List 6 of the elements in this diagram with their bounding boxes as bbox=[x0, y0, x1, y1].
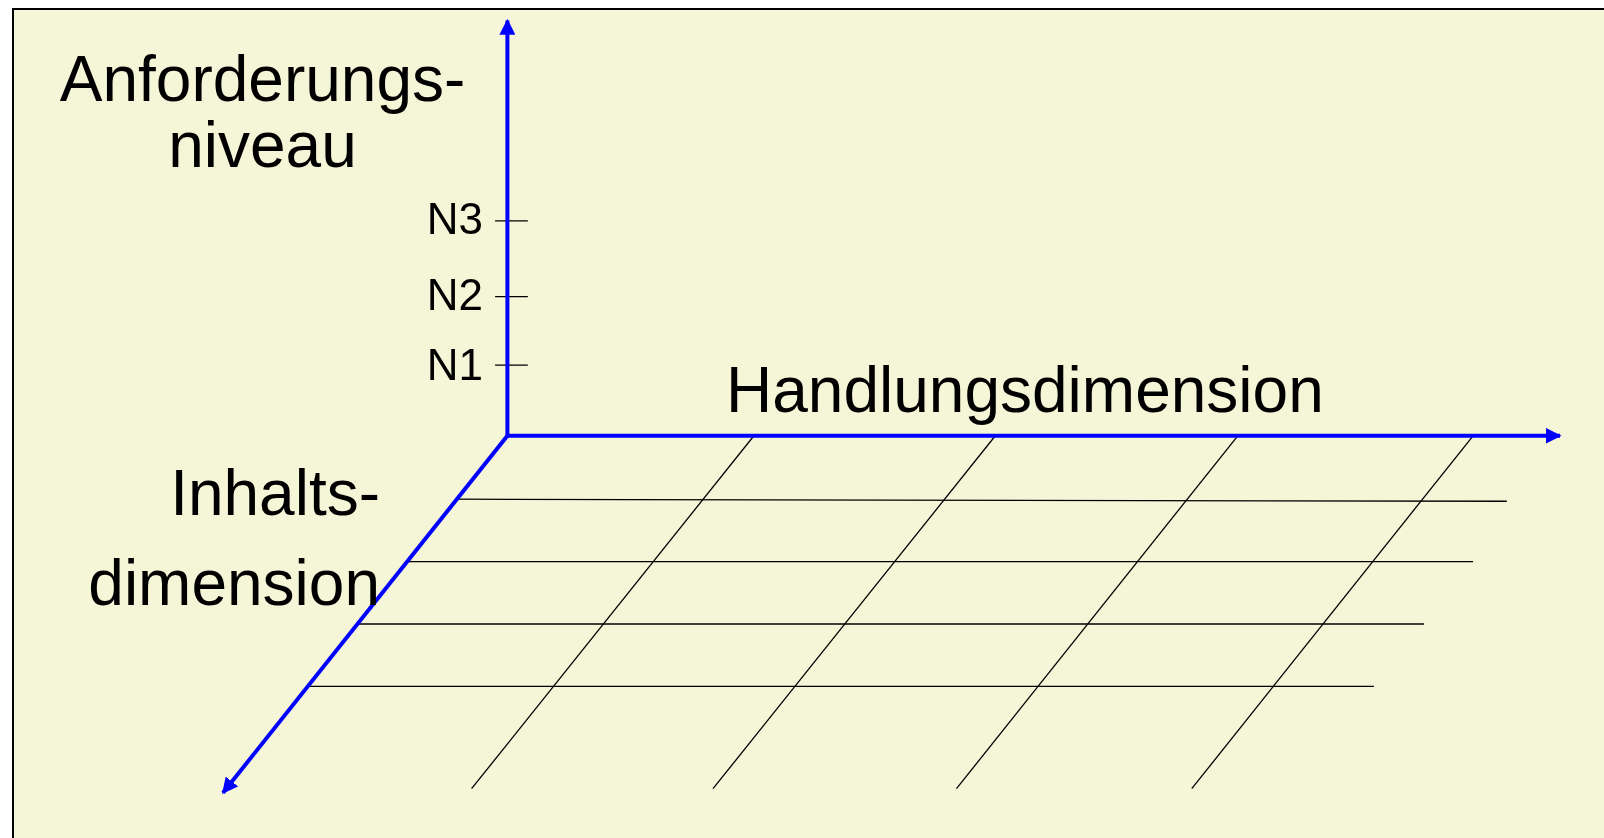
axis-title: Inhalts- dimension bbox=[87, 456, 380, 621]
axis-title: Anforderungs- niveau bbox=[58, 46, 467, 178]
level-label: N3 bbox=[425, 194, 483, 244]
axis-title: Handlungsdimension bbox=[726, 354, 1325, 426]
level-label: N2 bbox=[425, 270, 483, 320]
level-label: N1 bbox=[425, 340, 483, 390]
